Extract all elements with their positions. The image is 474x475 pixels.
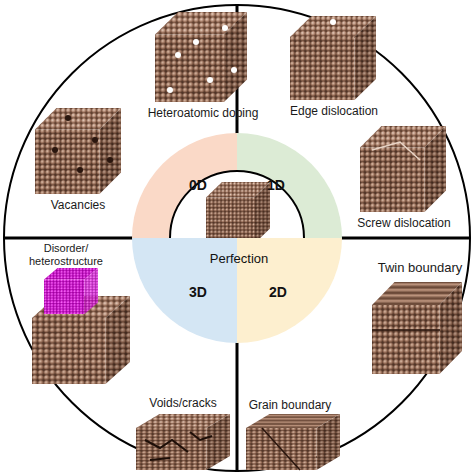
defect-label: Twin boundary [378, 260, 463, 275]
dimension-label: 0D [189, 177, 207, 193]
screw-dislocation-cube [360, 126, 446, 212]
voids-cube [136, 414, 230, 470]
defect-label: Heteroatomic doping [148, 106, 259, 120]
vacancy-cube [35, 108, 121, 194]
defect-label: Grain boundary [249, 398, 332, 412]
dopant-atoms [167, 25, 237, 93]
grain-boundary-cube [246, 414, 340, 470]
twin-plane [372, 329, 440, 331]
dimension-label: 1D [267, 177, 285, 193]
divider-lines [4, 5, 470, 471]
defect-label: Screw dislocation [357, 216, 450, 230]
edge-dislocation-cube [290, 16, 376, 100]
grain-boundary-line [262, 428, 300, 470]
defect-label: Edge dislocation [290, 104, 378, 118]
vacancy-holes [52, 115, 113, 173]
screw-step [372, 142, 420, 160]
defect-label: Voids/cracks [149, 396, 216, 410]
defect-label: Vacancies [51, 198, 105, 212]
outer-circle [4, 5, 470, 471]
dimension-label: 2D [269, 284, 287, 300]
extra-half-plane [330, 19, 336, 25]
twin-boundary-cube [372, 282, 462, 374]
defect-label: Disorder/ heterostructure [16, 242, 116, 268]
dimension-label: 3D [189, 284, 207, 300]
heterostructure-cube [44, 268, 98, 314]
perfect-cube [206, 182, 270, 244]
doped-cube [155, 12, 247, 102]
center-label: Perfection [210, 251, 269, 266]
cracks [145, 432, 212, 460]
